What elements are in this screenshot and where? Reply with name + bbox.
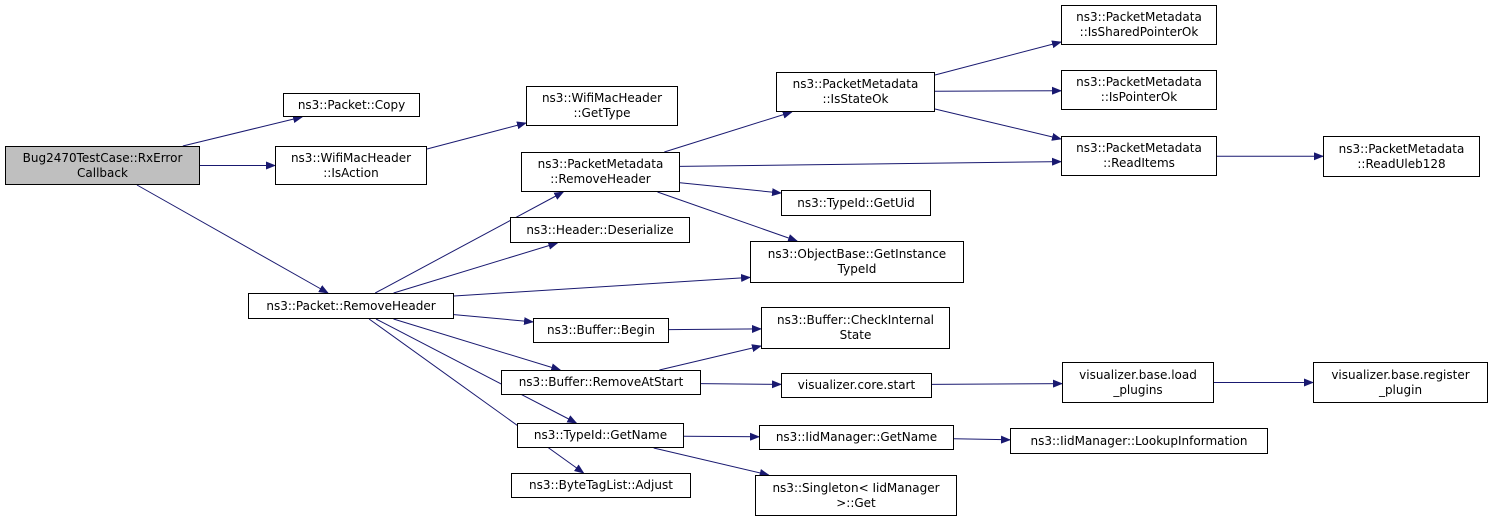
- edge-buffer_removeatstart-to-visualizer_core_start: [700, 380, 782, 389]
- edge-packet_removeheader-to-buffer_removeatstart: [393, 318, 562, 372]
- edge-packet_removeheader-to-buffer_begin: [453, 314, 534, 326]
- edge-packetmetadata_removeheader-to-objectbase_getinstancetypeid: [657, 191, 799, 242]
- node-label: ns3::TypeId::GetUid: [797, 195, 915, 210]
- node-iidmanager-getname[interactable]: ns3::IidManager::GetName: [759, 425, 954, 450]
- edge-packet_removeheader-to-typeid_getname: [375, 318, 578, 424]
- node-packetmetadata-removeheader[interactable]: ns3::PacketMetadata ::RemoveHeader: [521, 152, 680, 192]
- node-bug2470testcase-rxerrorcallback: Bug2470TestCase::RxError Callback: [5, 146, 200, 185]
- node-label: ns3::IidManager::LookupInformation: [1030, 433, 1248, 448]
- node-wifimacheader-isaction[interactable]: ns3::WifiMacHeader ::IsAction: [275, 146, 427, 185]
- edge-packetmetadata_removeheader-to-typeid_getuid: [679, 182, 782, 197]
- edge-visualizer_core_start-to-visualizer_base_load_plugins: [931, 379, 1063, 388]
- node-iidmanager-lookupinformation[interactable]: ns3::IidManager::LookupInformation: [1010, 428, 1268, 454]
- node-wifimacheader-gettype[interactable]: ns3::WifiMacHeader ::GetType: [526, 86, 678, 126]
- node-packetmetadata-ispointerok[interactable]: ns3::PacketMetadata ::IsPointerOk: [1061, 70, 1217, 110]
- node-singleton-iidmanager-get[interactable]: ns3::Singleton< IidManager >::Get: [755, 475, 957, 516]
- node-visualizer-base-register-plugin[interactable]: visualizer.base.register _plugin: [1313, 362, 1488, 403]
- node-label: ns3::WifiMacHeader ::IsAction: [290, 150, 412, 180]
- node-label: ns3::PacketMetadata ::ReadItems: [1076, 141, 1202, 170]
- node-packet-removeheader[interactable]: ns3::Packet::RemoveHeader: [248, 293, 454, 319]
- node-packet-copy[interactable]: ns3::Packet::Copy: [283, 93, 420, 117]
- node-label: ns3::PacketMetadata ::ReadUleb128: [1338, 141, 1465, 171]
- node-packetmetadata-isstateok[interactable]: ns3::PacketMetadata ::IsStateOk: [776, 72, 935, 112]
- node-label: ns3::ObjectBase::GetInstance TypeId: [767, 247, 947, 276]
- node-packetmetadata-readitems[interactable]: ns3::PacketMetadata ::ReadItems: [1061, 136, 1217, 176]
- edge-packetmetadata_isstateok-to-packetmetadata_issharedpointerok: [934, 40, 1062, 76]
- node-label: ns3::IidManager::GetName: [775, 430, 938, 444]
- node-label: ns3::Buffer::Begin: [546, 323, 656, 337]
- node-label: visualizer.base.load _plugins: [1079, 367, 1197, 397]
- node-label: ns3::PacketMetadata ::IsStateOk: [792, 77, 919, 106]
- edge-root-to-packet_removeheader: [136, 184, 329, 294]
- edge-buffer_removeatstart-to-buffer_checkinternalstate: [659, 344, 762, 371]
- node-label: ns3::ByteTagList::Adjust: [529, 478, 673, 492]
- edge-buffer_begin-to-buffer_checkinternalstate: [668, 324, 762, 333]
- node-label: ns3::Packet::Copy: [297, 97, 406, 112]
- edge-packetmetadata_isstateok-to-packetmetadata_readitems: [934, 108, 1062, 141]
- node-buffer-removeatstart[interactable]: ns3::Buffer::RemoveAtStart: [501, 370, 701, 395]
- edge-packet_removeheader-to-header_deserialize: [393, 241, 559, 294]
- node-label: ns3::WifiMacHeader ::GetType: [541, 91, 663, 120]
- node-label: ns3::PacketMetadata ::IsSharedPointerOk: [1076, 10, 1202, 39]
- node-packetmetadata-issharedpointerok[interactable]: ns3::PacketMetadata ::IsSharedPointerOk: [1061, 5, 1217, 45]
- edge-iidmanager_getname-to-iidmanager_lookupinformation: [953, 435, 1011, 444]
- edge-packet_removeheader-to-objectbase_getinstancetypeid: [453, 273, 751, 297]
- edge-packetmetadata_isstateok-to-packetmetadata_ispointerok: [934, 86, 1062, 95]
- node-typeid-getuid[interactable]: ns3::TypeId::GetUid: [781, 190, 931, 216]
- node-visualizer-base-load-plugins[interactable]: visualizer.base.load _plugins: [1062, 362, 1214, 403]
- node-label: Bug2470TestCase::RxError Callback: [22, 150, 183, 180]
- node-objectbase-getinstancetypeid[interactable]: ns3::ObjectBase::GetInstance TypeId: [750, 241, 964, 283]
- edge-typeid_getname-to-singleton_get: [653, 447, 770, 477]
- edge-root-to-packet_copy: [182, 115, 304, 147]
- node-label: ns3::PacketMetadata ::IsPointerOk: [1076, 75, 1202, 104]
- node-header-deserialize[interactable]: ns3::Header::Deserialize: [510, 217, 690, 243]
- node-label: ns3::PacketMetadata ::RemoveHeader: [537, 157, 664, 186]
- edge-packet_removeheader-to-packetmetadata_removeheader: [374, 191, 565, 294]
- edge-typeid_getname-to-iidmanager_getname: [683, 432, 760, 441]
- node-packetmetadata-readuleb128[interactable]: ns3::PacketMetadata ::ReadUleb128: [1323, 136, 1480, 177]
- node-visualizer-core-start[interactable]: visualizer.core.start: [781, 373, 932, 398]
- edge-wifimacheader_isaction-to-wifimacheader_gettype: [426, 121, 527, 150]
- node-label: ns3::Buffer::CheckInternal State: [776, 313, 935, 342]
- node-label: visualizer.base.register _plugin: [1331, 367, 1470, 397]
- node-label: ns3::Singleton< IidManager >::Get: [772, 480, 940, 510]
- node-buffer-checkinternalstate[interactable]: ns3::Buffer::CheckInternal State: [761, 307, 950, 349]
- node-buffer-begin[interactable]: ns3::Buffer::Begin: [533, 318, 669, 343]
- node-label: visualizer.core.start: [797, 378, 916, 392]
- node-label: ns3::Packet::RemoveHeader: [266, 298, 436, 313]
- node-bytetaglist-adjust[interactable]: ns3::ByteTagList::Adjust: [511, 473, 691, 498]
- node-typeid-getname[interactable]: ns3::TypeId::GetName: [517, 423, 684, 448]
- node-label: ns3::Buffer::RemoveAtStart: [518, 375, 684, 389]
- edge-packetmetadata_removeheader-to-packetmetadata_readitems: [679, 157, 1062, 167]
- node-label: ns3::Header::Deserialize: [526, 222, 674, 237]
- node-label: ns3::TypeId::GetName: [533, 428, 668, 442]
- edge-packetmetadata_removeheader-to-packetmetadata_isstateok: [664, 110, 793, 153]
